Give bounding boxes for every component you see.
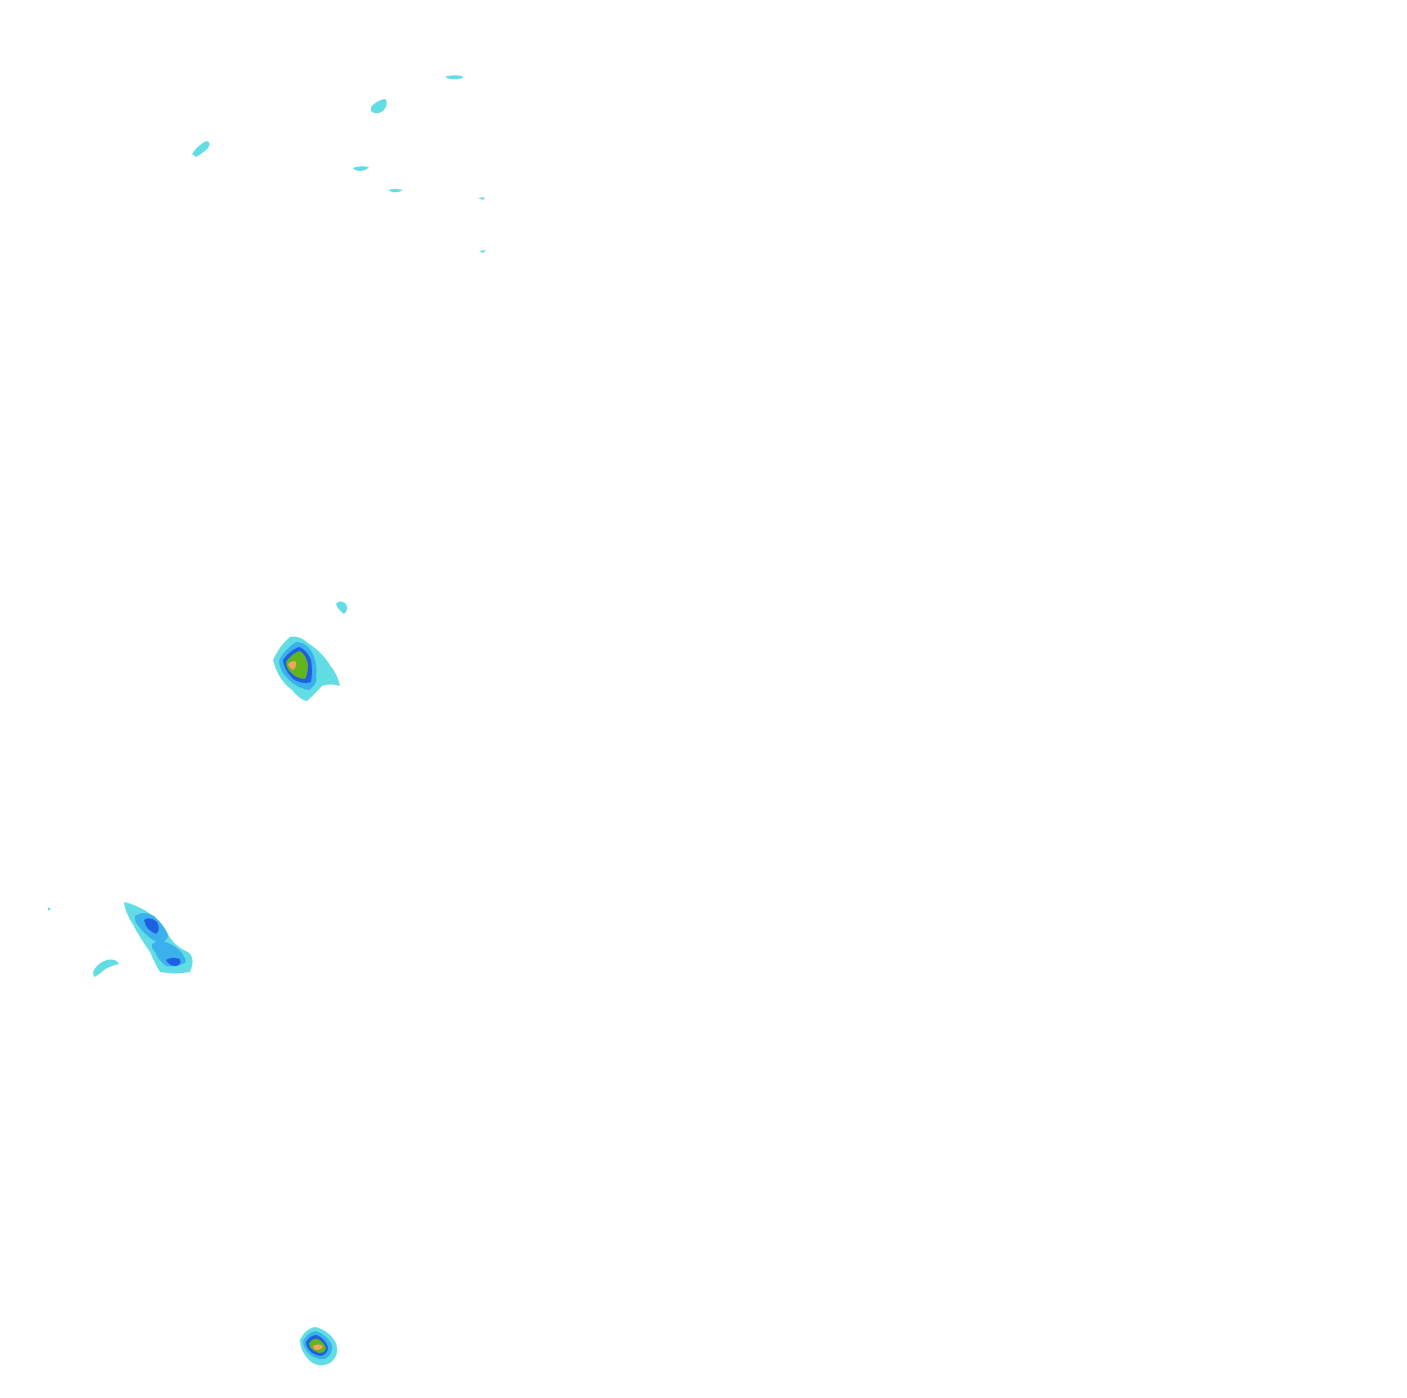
- contour-level-1: [93, 959, 119, 977]
- contour-level-4: [286, 651, 308, 679]
- contour-level-1: [371, 99, 387, 114]
- contour-level-1: [479, 250, 486, 253]
- contour-level-1: [192, 141, 210, 157]
- cell-f: [478, 197, 485, 200]
- cell-c: [192, 141, 210, 157]
- cell-j: [47, 902, 193, 974]
- cell-k: [93, 959, 119, 977]
- cell-b: [371, 99, 387, 114]
- contour-level-1: [353, 166, 369, 171]
- cell-i: [273, 636, 340, 701]
- cell-a: [445, 75, 463, 80]
- contour-level-5: [288, 661, 297, 670]
- contour-level-1: [478, 197, 485, 200]
- contour-level-1: [336, 601, 348, 614]
- cell-e: [388, 189, 403, 193]
- cell-h: [336, 601, 348, 614]
- contour-level-5: [313, 1344, 323, 1350]
- cell-l: [300, 1327, 338, 1366]
- contour-level-1: [47, 907, 51, 911]
- contour-level-3: [144, 918, 159, 934]
- cell-d: [353, 166, 369, 171]
- contour-level-1: [388, 189, 403, 193]
- cell-g: [479, 250, 486, 253]
- contour-level-1: [445, 75, 463, 80]
- contour-level-3: [166, 957, 181, 966]
